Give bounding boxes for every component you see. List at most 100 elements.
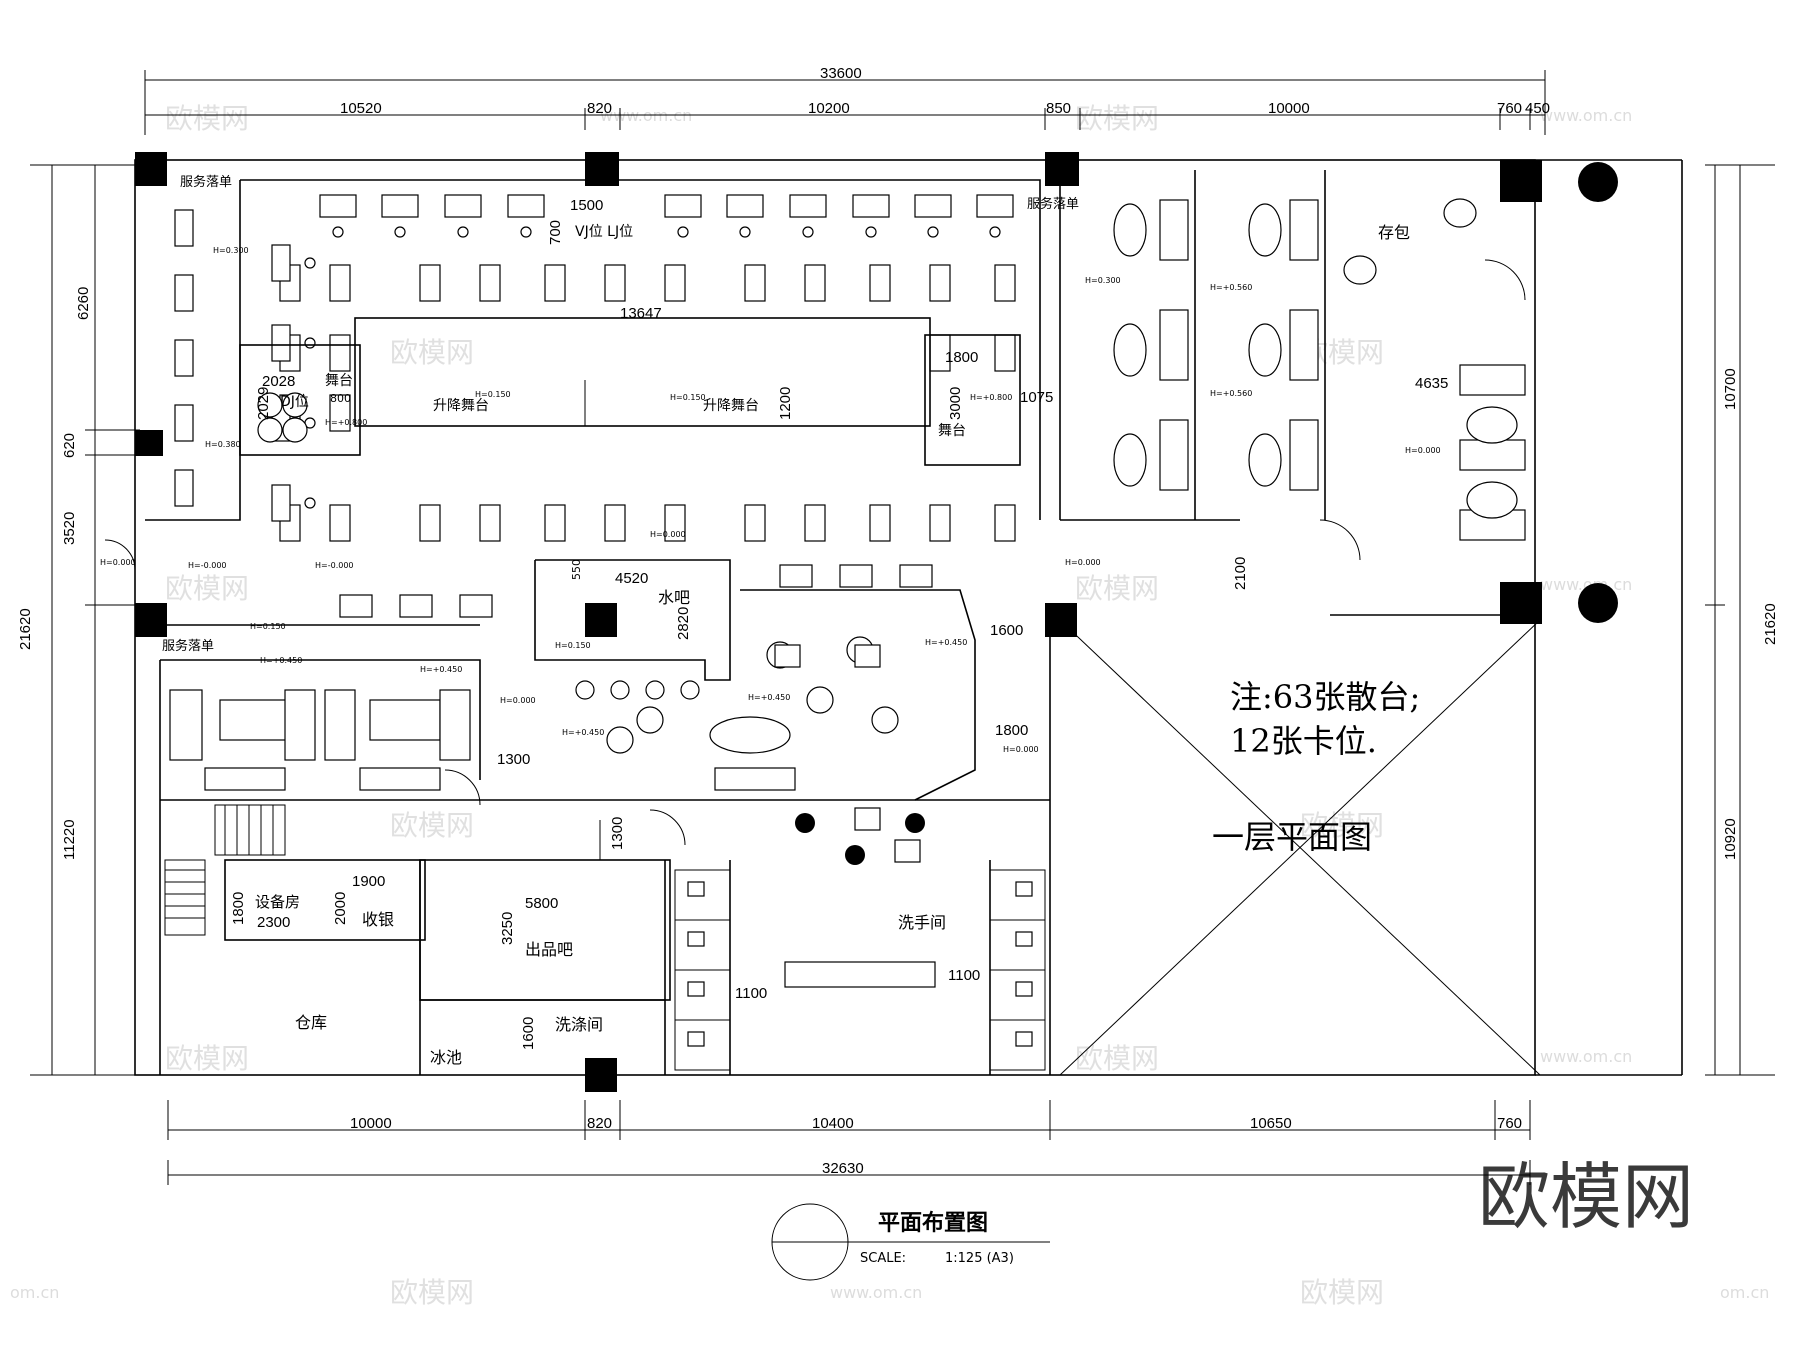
table	[804, 264, 826, 302]
dim-inner: 2028	[262, 373, 295, 390]
room-label-stage: 舞台	[938, 423, 966, 439]
light-fixture	[304, 337, 316, 349]
table	[174, 469, 194, 507]
level-mark: H=0.000	[1003, 745, 1039, 754]
level-mark: H=0.000	[650, 530, 686, 539]
drawing-title: 平面布置图	[878, 1210, 988, 1236]
table	[399, 594, 433, 618]
dim-top: 10200	[808, 100, 850, 117]
level-mark: H=+0.450	[420, 665, 462, 674]
dim-right: 10700	[1722, 368, 1739, 410]
toilet-layer	[674, 869, 1046, 1071]
level-mark: H=+0.560	[1210, 389, 1252, 398]
dim-top: 820	[587, 100, 612, 117]
light-fixture	[989, 226, 1001, 238]
room-label-service: 服务落单	[162, 638, 214, 654]
watermark-brand: 欧模网	[390, 1276, 474, 1309]
room-label-lift-stage: 升降舞台	[703, 398, 759, 414]
column	[135, 152, 167, 186]
scale-value: 1:125 (A3)	[945, 1251, 1014, 1266]
table	[929, 504, 951, 542]
watermark-brand: 欧模网	[1300, 809, 1384, 842]
table	[174, 274, 194, 312]
dim-left: 11220	[61, 819, 78, 860]
room-label-equipment: 设备房	[255, 893, 300, 911]
room-label-storage: 仓库	[295, 1013, 327, 1032]
table	[852, 194, 890, 218]
table	[744, 504, 766, 542]
table	[664, 504, 686, 542]
watermark-brand: 欧模网	[390, 809, 474, 842]
doors	[104, 259, 1526, 846]
table	[994, 264, 1016, 302]
dim-inner: 5800	[525, 895, 558, 912]
round-column	[1578, 583, 1618, 623]
dimension-layer	[30, 70, 1775, 1185]
table	[839, 564, 873, 588]
watermark-url: om.cn	[1720, 1283, 1769, 1302]
dim-inner: 1300	[497, 751, 530, 768]
dim-inner: 4520	[615, 570, 648, 587]
column	[585, 152, 619, 186]
table	[174, 339, 194, 377]
watermark-brand: 欧模网	[165, 102, 249, 135]
table	[994, 334, 1016, 372]
table	[329, 504, 351, 542]
note-tables: 注:63张散台;	[1230, 678, 1420, 716]
table	[544, 264, 566, 302]
dim-inner: 2029	[255, 387, 272, 420]
dim-left-total: 21620	[17, 608, 34, 650]
column	[1045, 603, 1077, 637]
level-mark: H=0.150	[475, 390, 511, 399]
stage-area	[239, 317, 1021, 466]
dim-inner: 1300	[609, 817, 626, 850]
notes: 注:63张散台; 12张卡位. 一层平面图	[1212, 678, 1420, 856]
table	[419, 264, 441, 302]
column	[1500, 160, 1542, 202]
dim-inner: 4635	[1415, 375, 1448, 392]
table	[174, 404, 194, 442]
watermark-logo: 欧模网	[1478, 1155, 1694, 1239]
watermark-brand: 欧模网	[1075, 102, 1159, 135]
note-booths: 12张卡位.	[1230, 722, 1377, 760]
column	[1500, 582, 1542, 624]
table	[994, 504, 1016, 542]
dim-inner: 3250	[499, 912, 516, 945]
level-mark: H=0.000	[1065, 558, 1101, 567]
level-mark: H=0.150	[250, 622, 286, 631]
room-label-service: 服务落单	[1027, 196, 1079, 212]
column	[585, 603, 617, 637]
light-fixture	[520, 226, 532, 238]
tables-layer	[174, 194, 1016, 618]
dim-inner: 1600	[520, 1017, 537, 1050]
table	[381, 194, 419, 218]
table	[419, 504, 441, 542]
dim-top: 850	[1046, 100, 1071, 117]
table	[479, 264, 501, 302]
watermark-url: www.om.cn	[1540, 106, 1632, 125]
dim-left: 3520	[61, 512, 78, 545]
dim-inner: 3000	[947, 387, 964, 420]
light-fixture	[865, 226, 877, 238]
watermark-brand: 欧模网	[1300, 1276, 1384, 1309]
room-label-ice: 冰池	[430, 1048, 462, 1067]
dim-inner: 1800	[230, 892, 247, 925]
watermark-url: www.om.cn	[1540, 1047, 1632, 1066]
light-fixture	[457, 226, 469, 238]
dim-inner: 1600	[990, 622, 1023, 639]
table	[914, 194, 952, 218]
dim-top: 10000	[1268, 100, 1310, 117]
light-fixture	[927, 226, 939, 238]
level-mark: H=+0.560	[1210, 283, 1252, 292]
dim-left: 620	[61, 433, 78, 458]
dim-inner: 550	[570, 559, 583, 580]
dim-inner: 2000	[332, 892, 349, 925]
dim-total-bottom: 32630	[822, 1160, 864, 1177]
level-mark: H=0.150	[670, 393, 706, 402]
level-mark: H=0.300	[213, 246, 249, 255]
table	[664, 194, 702, 218]
title-block: 平面布置图 SCALE: 1:125 (A3)	[771, 1203, 1050, 1281]
dim-inner: 1900	[352, 873, 385, 890]
light-fixture	[677, 226, 689, 238]
table	[319, 194, 357, 218]
